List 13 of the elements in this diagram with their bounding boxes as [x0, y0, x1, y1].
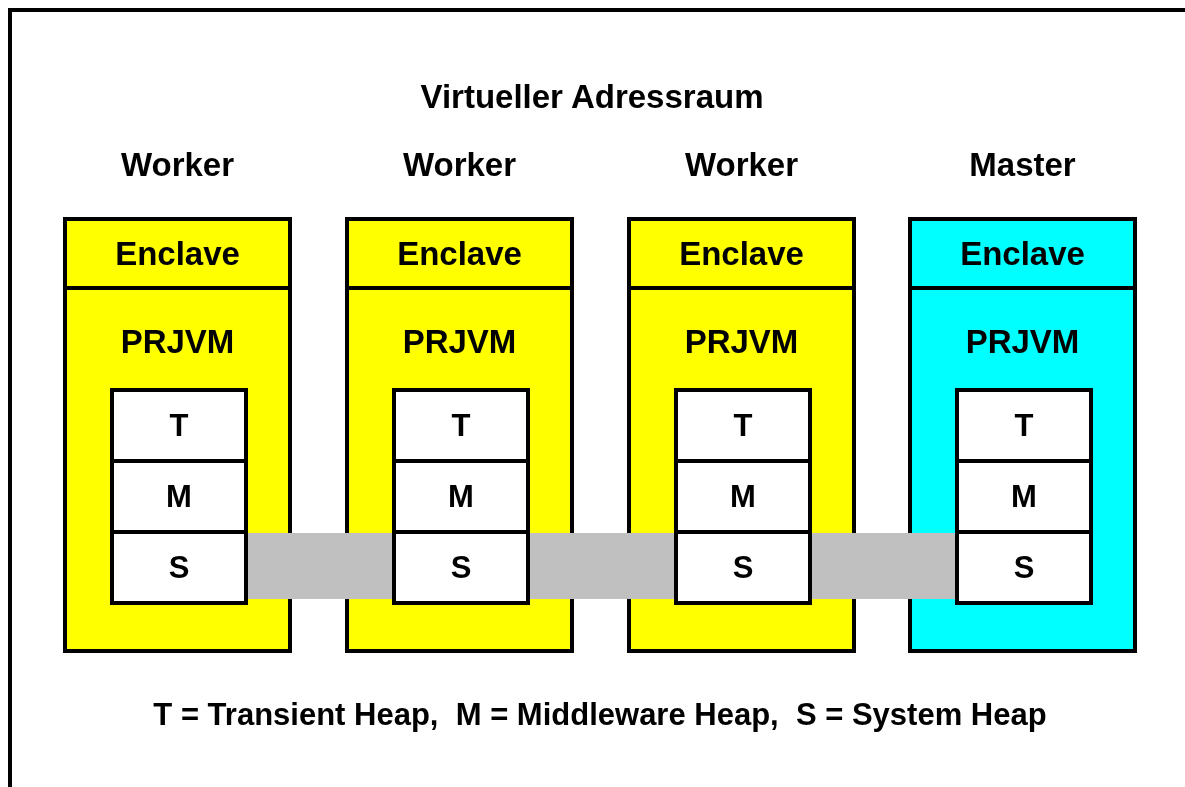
column-heading: Worker — [684, 146, 799, 184]
shared-heap-band — [530, 533, 674, 599]
vm-label: PRJVM — [684, 323, 799, 361]
diagram-title: Virtueller Adressraum — [420, 78, 764, 116]
vm-label: PRJVM — [120, 323, 235, 361]
legend-note: T = Transient Heap, M = Middleware Heap, S = System Heap — [153, 697, 1047, 733]
vm-label: PRJVM — [402, 323, 517, 361]
column-heading: Worker — [120, 146, 235, 184]
column-heading: Worker — [402, 146, 517, 184]
shared-heap-band — [248, 533, 392, 599]
column-heading: Master — [969, 146, 1076, 184]
vm-label: PRJVM — [965, 323, 1080, 361]
shared-heap-band — [812, 533, 955, 599]
